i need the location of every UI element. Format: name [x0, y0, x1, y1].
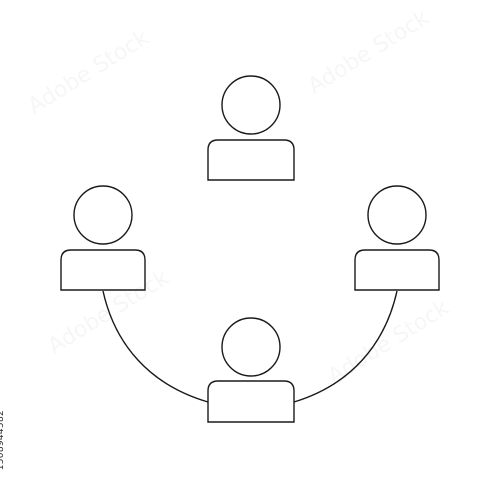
connector-arc-left	[102, 290, 209, 403]
top-person-body	[207, 139, 295, 181]
left-person-icon	[60, 185, 146, 291]
bottom-person-body	[207, 380, 295, 423]
right-person-body	[354, 249, 440, 291]
bottom-person-head	[221, 317, 281, 377]
bottom-person-icon	[207, 317, 295, 423]
connector-arc-right	[293, 290, 398, 403]
right-person-icon	[354, 185, 440, 291]
stock-image-id: 1508944582	[0, 410, 6, 471]
right-person-head	[367, 185, 427, 245]
left-person-head	[73, 185, 133, 245]
top-person-icon	[207, 75, 295, 181]
left-person-body	[60, 249, 146, 291]
top-person-head	[221, 75, 281, 135]
